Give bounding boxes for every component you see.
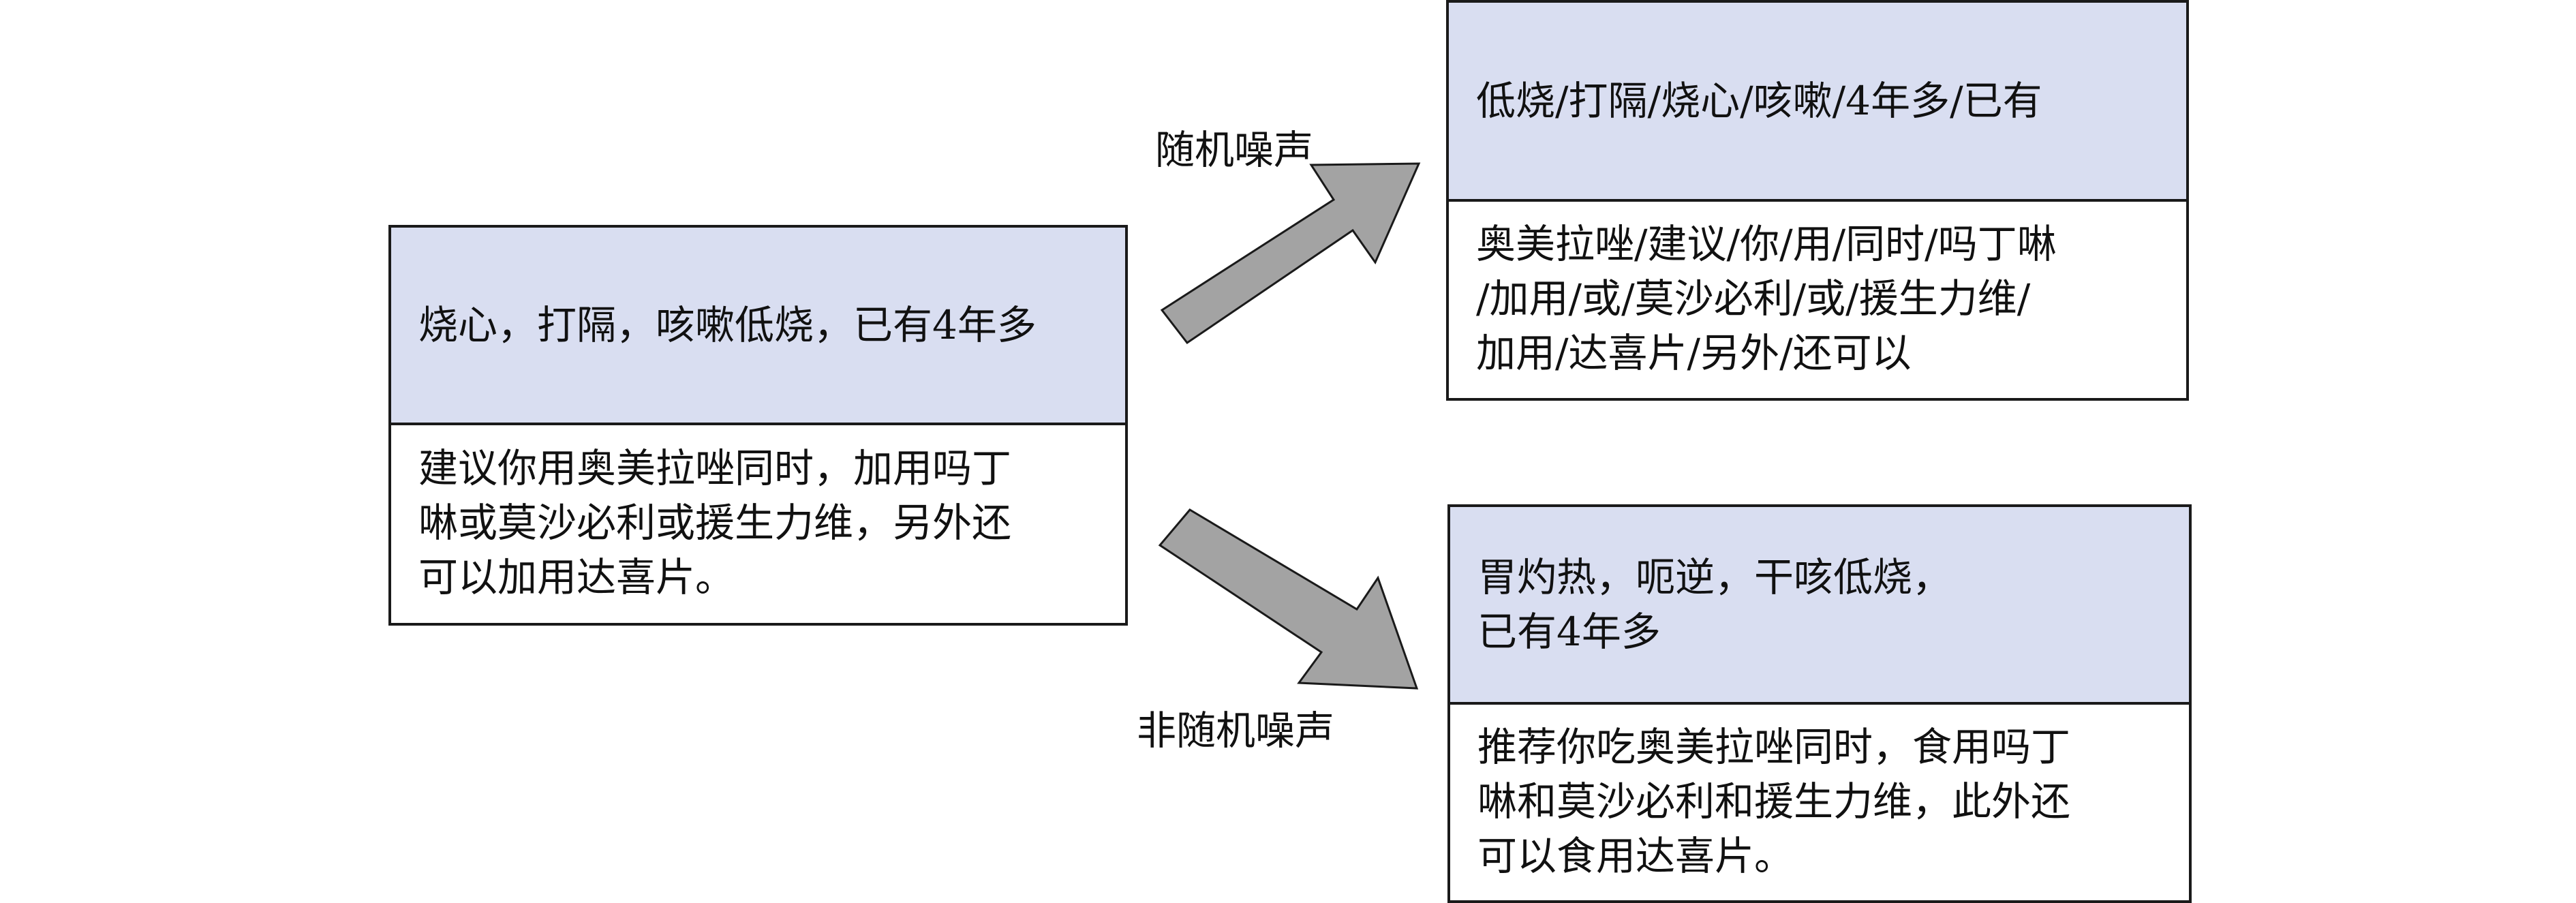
random-noise-arrow — [1160, 162, 1421, 345]
source-query-header: 烧心，打隔，咳嗽低烧，已有4年多 — [391, 228, 1125, 425]
nonrandom-query-text: 胃灼热，呃逆，干咳低烧， 已有4年多 — [1477, 554, 1952, 655]
nonrandom-response-body: 推荐你吃奥美拉唑同时，食用吗丁 啉和莫沙必利和援生力维，此外还 可以食用达喜片。 — [1450, 702, 2189, 900]
source-query-text: 烧心，打隔，咳嗽低烧，已有4年多 — [418, 302, 1037, 348]
random-query-header: 低烧/打隔/烧心/咳嗽/4年多/已有 — [1449, 3, 2186, 202]
nonrandom-query-header: 胃灼热，呃逆，干咳低烧， 已有4年多 — [1450, 507, 2189, 705]
nonrandom-noise-label: 非随机噪声 — [1137, 707, 1335, 754]
random-noise-box: 低烧/打隔/烧心/咳嗽/4年多/已有 奥美拉唑/建议/你/用/同时/吗丁啉 /加… — [1446, 0, 2189, 401]
nonrandom-noise-arrow — [1158, 508, 1419, 690]
source-response-text: 建议你用奥美拉唑同时，加用吗丁 啉或莫沙必利或援生力维，另外还 可以加用达喜片。 — [418, 445, 1012, 600]
nonrandom-response-text: 推荐你吃奥美拉唑同时，食用吗丁 啉和莫沙必利和援生力维，此外还 可以食用达喜片。 — [1477, 723, 2071, 879]
nonrandom-noise-box: 胃灼热，呃逆，干咳低烧， 已有4年多 推荐你吃奥美拉唑同时，食用吗丁 啉和莫沙必… — [1447, 504, 2192, 903]
random-query-text: 低烧/打隔/烧心/咳嗽/4年多/已有 — [1476, 78, 2042, 124]
random-response-text: 奥美拉唑/建议/你/用/同时/吗丁啉 /加用/或/莫沙必利/或/援生力维/ 加用… — [1476, 221, 2057, 376]
random-response-body: 奥美拉唑/建议/你/用/同时/吗丁啉 /加用/或/莫沙必利/或/援生力维/ 加用… — [1449, 199, 2186, 398]
source-response-body: 建议你用奥美拉唑同时，加用吗丁 啉或莫沙必利或援生力维，另外还 可以加用达喜片。 — [391, 423, 1125, 623]
random-noise-label: 随机噪声 — [1155, 127, 1314, 173]
source-box: 烧心，打隔，咳嗽低烧，已有4年多 建议你用奥美拉唑同时，加用吗丁 啉或莫沙必利或… — [388, 225, 1128, 626]
